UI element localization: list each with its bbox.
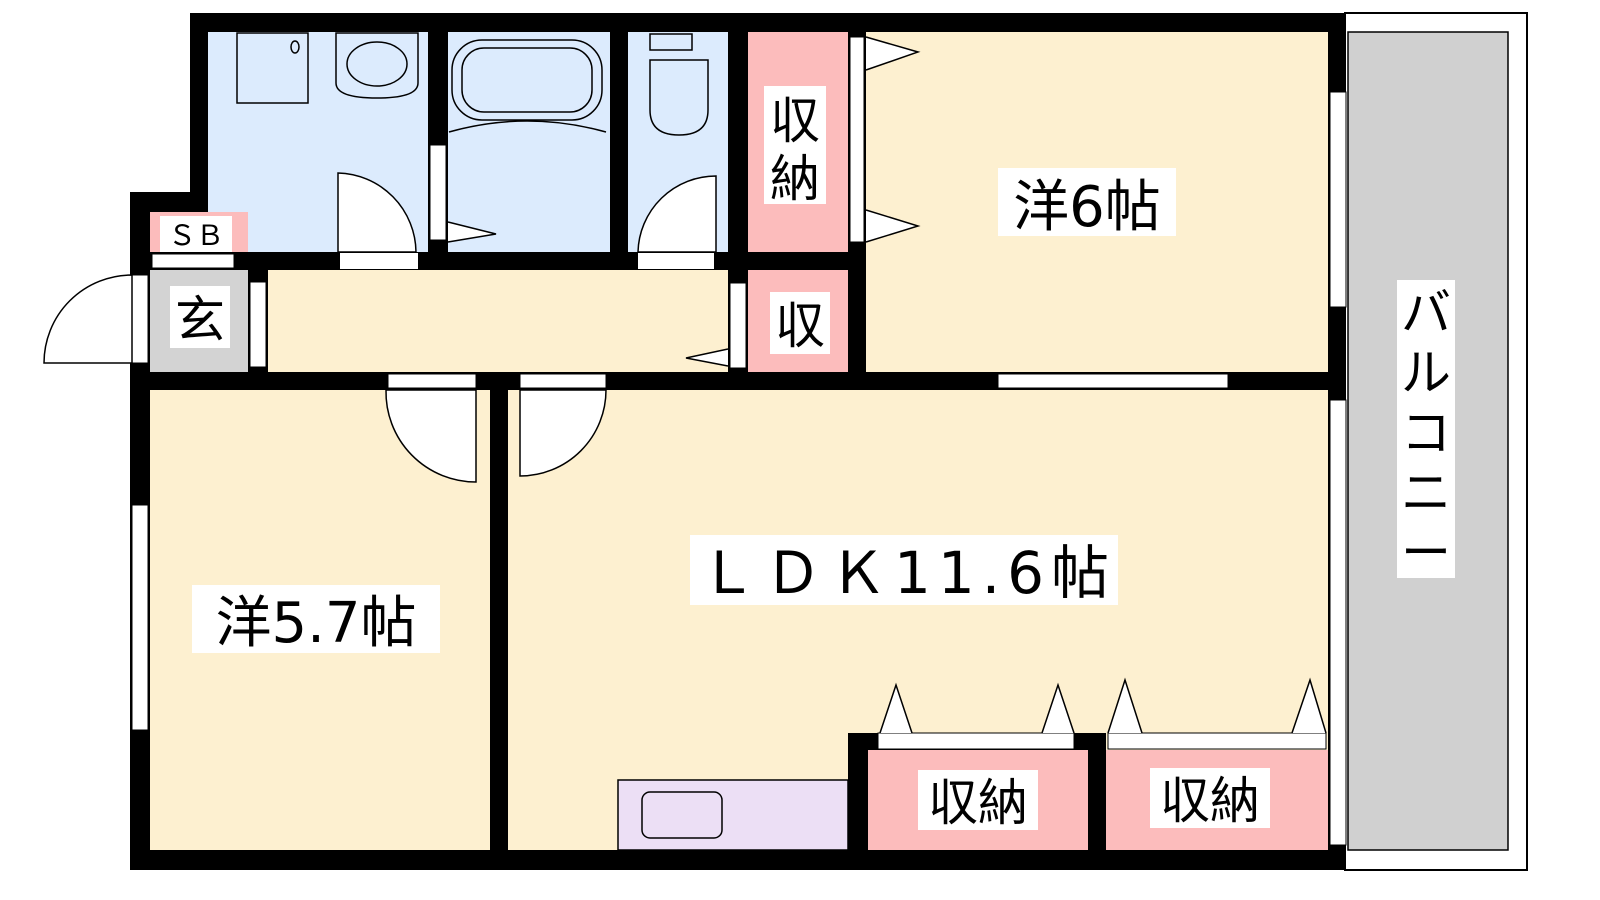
ldk-door[interactable] bbox=[519, 389, 607, 477]
room-label-ldk: ＬＤＫ11.6帖 bbox=[699, 539, 1109, 607]
bathtub-edge-icon bbox=[448, 120, 607, 133]
balcony-label-char: ル bbox=[1401, 344, 1451, 402]
wall bbox=[1088, 733, 1106, 850]
toilet-door[interactable] bbox=[637, 175, 717, 253]
label-bg bbox=[170, 286, 230, 348]
label-bg bbox=[1150, 768, 1270, 828]
storage-small-label: 収 bbox=[775, 297, 825, 355]
storage-label-2: 納 bbox=[770, 150, 820, 208]
balcony-label-char: ー bbox=[1401, 524, 1451, 582]
room-label-western-5-7: 洋5.7帖 bbox=[215, 591, 416, 656]
storage-label-1: 収 bbox=[770, 92, 820, 150]
window bbox=[131, 504, 149, 731]
balcony-label-char: コ bbox=[1401, 404, 1451, 462]
entrance-label: 玄 bbox=[175, 291, 225, 349]
front-door[interactable] bbox=[43, 274, 133, 364]
bathroom-door[interactable] bbox=[429, 144, 447, 241]
storage-bottom-right-label: 収納 bbox=[1160, 772, 1260, 830]
door-opening bbox=[387, 373, 477, 389]
kitchen-sink-icon bbox=[641, 791, 723, 839]
balcony-label-char: バ bbox=[1401, 284, 1451, 342]
storage-door[interactable] bbox=[729, 282, 747, 369]
bathroom bbox=[448, 32, 610, 252]
front-door-frame bbox=[131, 274, 149, 364]
label-bg bbox=[1397, 280, 1455, 578]
sliding-door bbox=[849, 36, 865, 243]
label-bg bbox=[770, 292, 830, 354]
washing-machine-icon bbox=[236, 32, 309, 104]
window bbox=[1329, 91, 1347, 308]
toilet-tank-icon bbox=[649, 33, 693, 51]
shoe-box-label: ＳＢ bbox=[168, 219, 224, 252]
label-bg bbox=[690, 535, 1118, 605]
bathtub-icon bbox=[451, 39, 603, 121]
shoe-box-door bbox=[151, 253, 235, 269]
door-swing-icon bbox=[865, 36, 921, 243]
bathtub-inner-icon bbox=[461, 47, 593, 113]
door-opening bbox=[519, 373, 607, 389]
balcony-label-char: ニ bbox=[1401, 464, 1451, 522]
label-bg bbox=[192, 585, 440, 653]
bedroom-door[interactable] bbox=[385, 389, 477, 483]
label-bg bbox=[764, 86, 826, 204]
hallway bbox=[268, 270, 728, 372]
label-bg bbox=[998, 168, 1176, 236]
folding-door bbox=[877, 732, 1075, 750]
entrance-step bbox=[249, 281, 267, 368]
door-swing-icon bbox=[447, 221, 497, 243]
window bbox=[1329, 399, 1347, 846]
door-swing-icon bbox=[685, 348, 729, 367]
room-label-western-6: 洋6帖 bbox=[1013, 175, 1161, 240]
drain-icon bbox=[290, 40, 300, 54]
washroom-door[interactable] bbox=[337, 172, 417, 253]
sliding-door bbox=[997, 373, 1229, 389]
folding-door bbox=[1107, 732, 1327, 750]
toilet-icon bbox=[649, 59, 709, 136]
label-bg bbox=[160, 216, 232, 252]
storage-bottom-left-label: 収納 bbox=[928, 774, 1028, 832]
kitchen-counter bbox=[617, 779, 849, 851]
label-bg bbox=[918, 770, 1038, 830]
sink-icon bbox=[335, 32, 419, 99]
wall bbox=[848, 733, 868, 850]
sink-basin-icon bbox=[346, 41, 408, 87]
door-opening bbox=[638, 253, 714, 269]
door-swing-icon bbox=[879, 677, 1327, 734]
door-opening bbox=[340, 253, 418, 269]
